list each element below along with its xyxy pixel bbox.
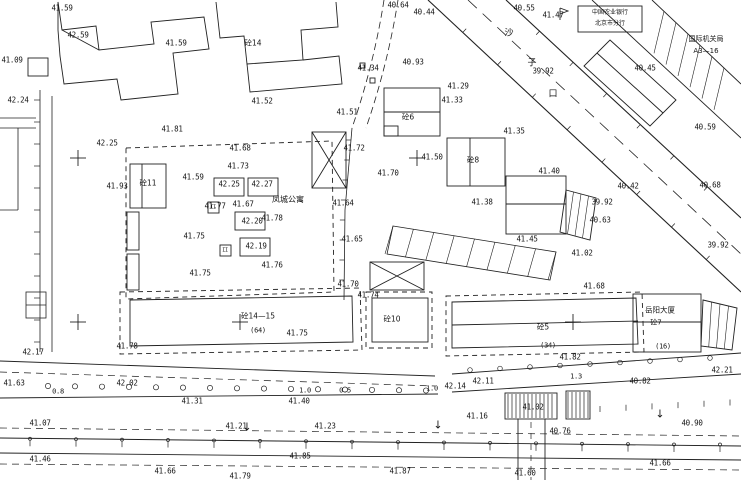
bank-name-line1: 中国农业银行 <box>591 9 628 16</box>
footpath-dashed <box>351 0 399 129</box>
parcel-5 <box>445 291 645 357</box>
bottom-road-lines <box>0 352 741 471</box>
building-xbrace-b <box>369 261 425 291</box>
flag-symbol <box>559 7 570 20</box>
bank-label-box: 中国农业银行 北京市分行 <box>579 8 641 30</box>
bureau-code: A3—16 <box>693 46 719 55</box>
bureau-label-box: 国际机关局 A3—16 <box>674 34 738 58</box>
retaining-wall-band <box>386 225 557 281</box>
bank-name-line2: 北京市分行 <box>594 19 625 27</box>
tick-marks <box>34 28 731 412</box>
survey-point-squares <box>359 62 376 84</box>
building-8-outline <box>446 137 506 187</box>
bureau-name: 国际机关局 <box>688 35 724 43</box>
building-10-outline <box>365 291 433 349</box>
fence-line <box>343 127 353 301</box>
building-14-outline <box>215 1 343 93</box>
building-yueyang-outline <box>632 293 738 353</box>
tree-symbols <box>28 355 722 452</box>
building-xbrace-a <box>311 131 347 189</box>
parcel-boundary-fengcheng <box>125 140 335 300</box>
building-east-outline <box>505 175 597 241</box>
right-vertical-road <box>504 390 591 480</box>
building-6-outline <box>383 87 441 137</box>
bank-box-outline <box>577 5 643 33</box>
hatch-lines <box>384 11 729 350</box>
left-street <box>0 90 53 352</box>
building-cluster-topleft <box>27 1 210 101</box>
parcel-14-15 <box>119 287 363 355</box>
survey-crosses <box>70 150 581 330</box>
avenue-northeast <box>427 0 741 293</box>
building-parallelogram-ne <box>583 39 677 127</box>
fengcheng-buildings <box>126 163 279 291</box>
